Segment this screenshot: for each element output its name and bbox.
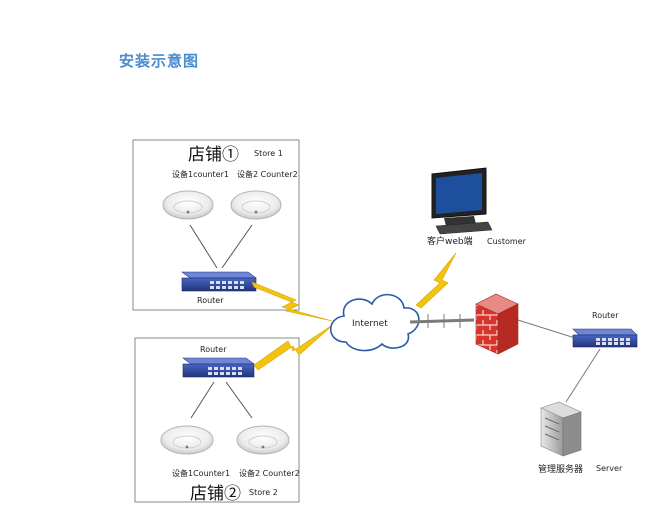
store-1-title: 店铺① bbox=[188, 145, 239, 165]
store-2-device-2-label: 设备2 Counter2 bbox=[239, 468, 300, 478]
store-1-sensor-1-icon bbox=[162, 190, 214, 220]
store-2-title: 店铺② bbox=[190, 484, 241, 504]
store-2-sensor-2-icon bbox=[236, 425, 290, 455]
store-1-device-1-label: 设备1counter1 bbox=[172, 169, 229, 179]
store-2-sensor-1-icon bbox=[160, 425, 214, 455]
store-1-lightning-link bbox=[251, 281, 333, 322]
store-1-router-label: Router bbox=[197, 296, 224, 305]
store-2-router-label: Router bbox=[200, 345, 227, 354]
store-2-lightning-link bbox=[253, 323, 335, 371]
internet-cloud-icon bbox=[329, 293, 420, 352]
store-2-router-icon bbox=[182, 357, 255, 378]
store-1-device-2-label: 设备2 Counter2 bbox=[237, 169, 298, 179]
store-1-link-sensor-1 bbox=[189, 224, 218, 269]
store-1-link-sensor-2 bbox=[221, 224, 253, 269]
store-1-subtitle: Store 1 bbox=[254, 149, 283, 158]
customer-monitor-icon bbox=[431, 167, 493, 235]
store-1-router-icon bbox=[181, 271, 257, 292]
server-label-en: Server bbox=[596, 464, 623, 473]
store-2-device-1-label: 设备1Counter1 bbox=[172, 468, 230, 478]
customer-label-en: Customer bbox=[487, 237, 527, 246]
server-label-cn: 管理服务器 bbox=[538, 463, 583, 475]
cable-ticks bbox=[427, 314, 461, 328]
page-title: 安装示意图 bbox=[119, 52, 200, 70]
firewall-router-cable bbox=[517, 319, 576, 339]
server-icon bbox=[540, 401, 582, 457]
hq-router-label: Router bbox=[592, 311, 619, 320]
store-2-subtitle: Store 2 bbox=[249, 488, 278, 497]
firewall-icon bbox=[475, 293, 519, 355]
router-server-cable bbox=[565, 348, 601, 403]
hq-router-icon bbox=[572, 328, 638, 348]
internet-firewall-cable bbox=[409, 318, 475, 324]
store-2-box: Router 设备1Counter1 设备2 Counter2 店铺② bbox=[134, 337, 300, 504]
store-1-box: 店铺① Store 1 设备1counter1 设备2 Counter2 bbox=[132, 139, 300, 311]
internet-label: Internet bbox=[352, 319, 388, 329]
store-2-link-sensor-2 bbox=[225, 381, 253, 419]
customer-lightning-link bbox=[415, 252, 457, 309]
store-2-link-sensor-1 bbox=[190, 381, 215, 419]
customer-label-cn: 客户web端 bbox=[427, 235, 473, 247]
store-1-sensor-2-icon bbox=[230, 190, 282, 220]
